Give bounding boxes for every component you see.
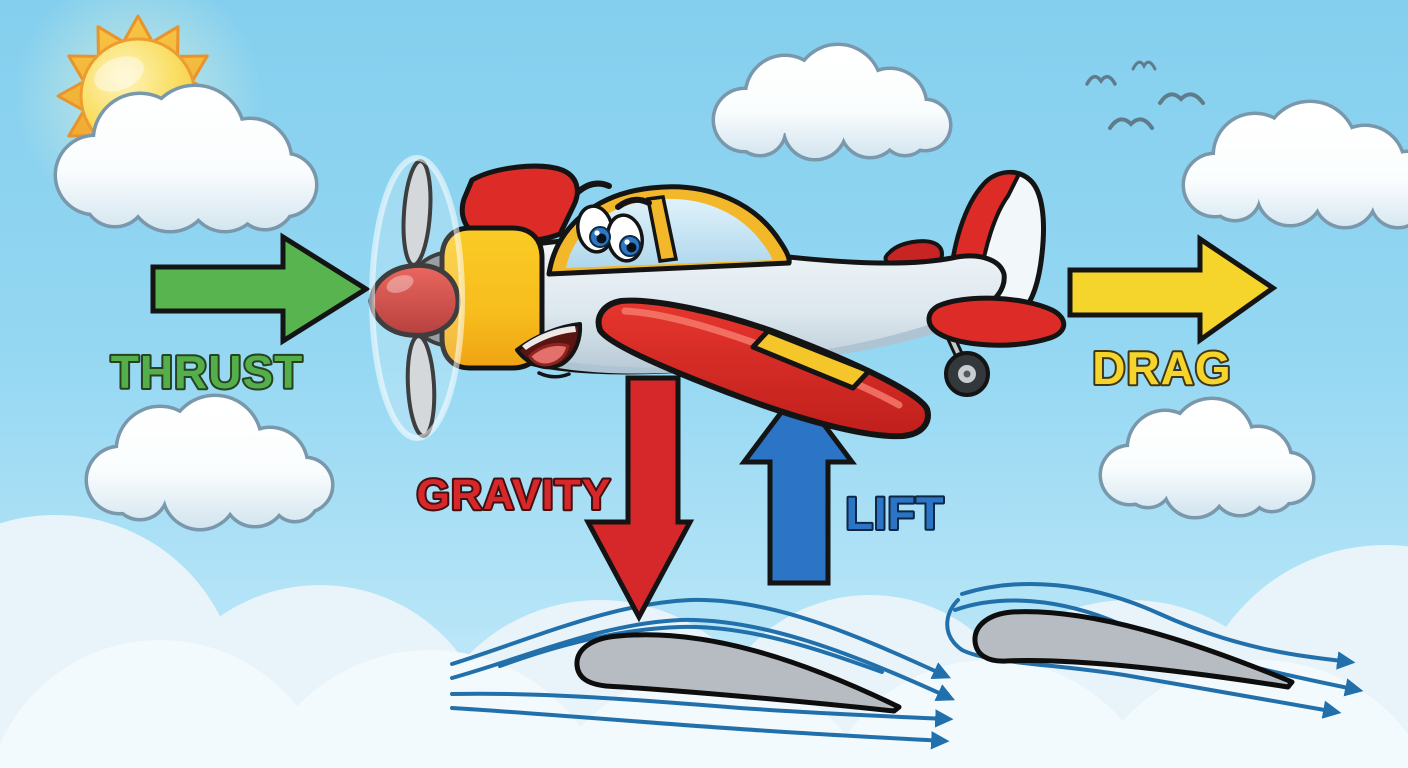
nose-highlight [386,275,414,293]
cloud-top-center [711,42,953,162]
thrust-label: THRUST [111,346,304,398]
cloud-mid-right [1098,396,1316,520]
thrust-arrow [150,232,371,346]
engine-cowling [439,225,545,371]
cartoon-airplane [368,155,1067,441]
birds-icon [1085,60,1205,130]
wing-flap [750,328,872,391]
near-stabilizer [926,295,1067,348]
lift-label: LIFT [846,488,945,539]
propeller-blur [369,155,465,441]
face-eyes [575,180,652,263]
airfoil-diagram-right [945,582,1364,719]
gravity-label: GRAVITY [417,471,612,519]
drag-label: DRAG [1092,342,1231,394]
airfoil-left [574,632,902,714]
lift-arrow [739,385,857,586]
airfoil-diagram-left [450,597,956,750]
face-mouth [515,322,583,379]
cloud-mid-left [84,393,335,532]
nose-cone [368,262,461,338]
cloud-top-right [1181,99,1408,230]
cloud-top-left [53,83,319,234]
gravity-arrow [583,375,695,623]
airfoil-right [972,609,1295,690]
streamlines-left [450,597,956,750]
drag-arrow [1067,234,1278,345]
